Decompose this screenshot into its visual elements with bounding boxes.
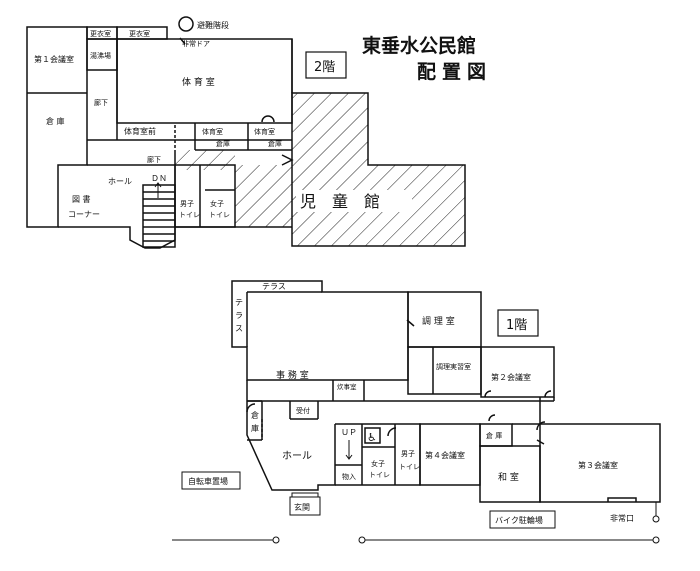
womens-toilet-1f-b: トイレ (369, 471, 390, 479)
entrance: 玄関 (294, 502, 310, 512)
conference-room-1: 第１会議室 (34, 54, 74, 64)
hall-1f: ホール (282, 450, 312, 462)
storage-1f-a: 倉 (251, 410, 259, 420)
children-hall-lower-hatch (175, 165, 292, 227)
changing-room-1: 更衣室 (90, 29, 111, 38)
womens-toilet-2f-a: 女子 (210, 199, 224, 208)
mens-toilet-1f-b: トイレ (399, 463, 420, 471)
title-line1: 東垂水公民館 (362, 34, 476, 57)
gym-storage-1-a: 体育室 (202, 127, 223, 136)
bicycle-parking: 自転車置場 (188, 476, 228, 486)
womens-toilet-1f-a: 女子 (371, 459, 385, 468)
storage-1f-2: 倉 庫 (486, 431, 502, 440)
bike-parking: バイク駐輪場 (495, 515, 543, 525)
floor1-badge-box (497, 309, 539, 337)
kitchen: 調 理 室 (422, 315, 455, 327)
womens-toilet-2f-b: トイレ (209, 211, 230, 219)
floor2-badge-box (305, 51, 347, 79)
floor2-badge: 2階 (314, 60, 335, 75)
site-boundary (172, 502, 660, 544)
gym: 体 育 室 (182, 76, 215, 88)
emergency-exit: 非常口 (610, 513, 634, 523)
stairs-down: ＤＮ (151, 174, 167, 183)
children-hall-label: 児 童 館 (300, 192, 380, 211)
gym-front: 体育室前 (124, 126, 156, 136)
floor1-badge: 1階 (506, 318, 527, 333)
mens-toilet-1f-a: 男子 (401, 450, 415, 458)
corridor-hatch-small (175, 150, 235, 165)
terrace-side-3: ス (235, 324, 243, 333)
corridor-horizontal: 廊下 (147, 155, 161, 164)
japanese-room: 和 室 (498, 471, 519, 483)
conference-room-4: 第４会議室 (425, 450, 465, 460)
bike-parking-box (489, 510, 556, 529)
children-hall-area (291, 92, 466, 247)
gym-storage-2-a: 体育室 (254, 127, 275, 136)
library-b: コーナー (68, 210, 100, 219)
kitchen-prep-room: 調理実習室 (436, 362, 471, 371)
terrace-top: テラス (262, 282, 286, 291)
entrance-box (289, 496, 321, 516)
corridor-vertical: 廊下 (94, 98, 108, 107)
changing-room-2: 更衣室 (129, 29, 150, 38)
goods-storage: 物入 (342, 472, 356, 481)
reception: 受付 (296, 406, 310, 415)
terrace-side-2: ラ (235, 311, 243, 320)
terrace-side-1: テ (235, 298, 243, 307)
bicycle-parking-box (181, 471, 241, 490)
hot-water-room: 炊事室 (337, 382, 357, 391)
conference-room-3: 第３会議室 (578, 460, 618, 470)
storage-1f-b: 庫 (251, 423, 259, 433)
title-line2: 配置図 (417, 61, 492, 83)
conference-room-2: 第２会議室 (491, 372, 531, 382)
water-heater-room: 湯沸場 (90, 51, 111, 60)
gym-storage-2-b: 倉庫 (268, 139, 282, 148)
stairs-up: ＵＰ (341, 428, 357, 437)
office: 事 務 室 (276, 369, 309, 381)
evac-stairs-label: 避難階段 (197, 20, 229, 30)
hall-2f: ホール (108, 177, 132, 186)
emergency-door: 非常ドア (182, 39, 210, 48)
wheelchair-icon: ♿ (367, 431, 377, 444)
mens-toilet-2f-b: トイレ (179, 211, 200, 219)
library-a: 図 書 (72, 194, 91, 204)
mens-toilet-2f-a: 男子 (180, 200, 194, 208)
storage-room: 倉 庫 (46, 116, 65, 126)
gym-storage-1-b: 倉庫 (216, 139, 230, 148)
